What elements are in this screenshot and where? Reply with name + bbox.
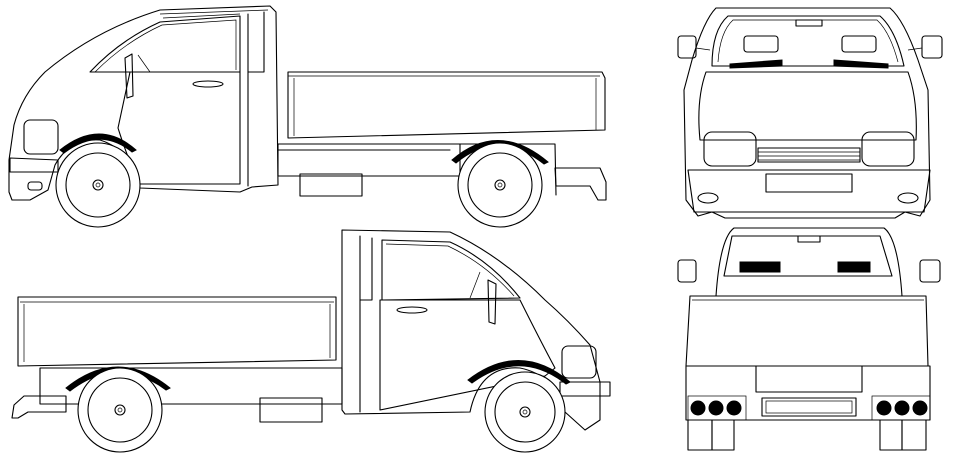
rear-license-plate: [761, 397, 857, 417]
front-body: [683, 7, 931, 219]
right-side-box: [259, 397, 323, 423]
front-grille: [757, 147, 861, 163]
rear-tail-lights-right: [871, 395, 931, 421]
right-rear-wheel: [77, 367, 163, 453]
front-bumper: [687, 169, 931, 213]
front-headlight-right: [861, 131, 915, 167]
rear-wheel-right: [901, 419, 927, 451]
left-side-box: [299, 173, 363, 197]
left-headlight: [23, 119, 59, 155]
left-windshield: [89, 15, 241, 73]
right-front-arch: [467, 360, 571, 385]
left-front-bumper: [9, 157, 59, 173]
front-headrest-right: [841, 35, 877, 53]
rear-window: [723, 235, 893, 277]
front-mirror-right: [921, 35, 943, 59]
rear-tail-lights-left: [687, 395, 747, 421]
front-license-plate: [765, 173, 853, 193]
right-headlight: [561, 345, 597, 379]
left-door-handle: [192, 80, 224, 88]
right-side-view: [11, 229, 611, 453]
right-front-bumper: [559, 381, 611, 397]
front-rearview-mirror: [795, 19, 823, 27]
right-mirror: [487, 279, 497, 325]
front-mirror-left: [677, 35, 697, 59]
left-cargo-bed: [287, 71, 606, 139]
left-chassis: [277, 143, 461, 177]
left-front-wheel: [55, 142, 141, 228]
rear-wheel-left: [687, 419, 713, 451]
right-cab-body: [341, 229, 601, 431]
right-door-handle: [396, 306, 428, 314]
right-windshield: [381, 239, 521, 301]
left-rear-bumper: [554, 167, 607, 201]
rear-view: [677, 227, 941, 451]
right-rear-bumper: [11, 395, 67, 419]
front-headrest-left: [743, 35, 779, 53]
rear-cargo-box: [685, 295, 929, 367]
rear-bumper: [685, 365, 931, 421]
rear-mirror-right: [919, 259, 941, 283]
left-side-view: [8, 5, 607, 228]
right-cargo-bed: [17, 296, 337, 367]
rear-mirror-left: [677, 259, 697, 283]
left-mirror: [124, 53, 134, 99]
front-view: [677, 7, 943, 219]
left-front-arch: [59, 133, 137, 154]
front-windshield: [711, 15, 905, 67]
front-headlight-left: [703, 131, 757, 167]
left-rear-wheel: [457, 142, 543, 228]
right-front-wheel: [484, 371, 566, 453]
left-cab-body: [8, 5, 279, 201]
